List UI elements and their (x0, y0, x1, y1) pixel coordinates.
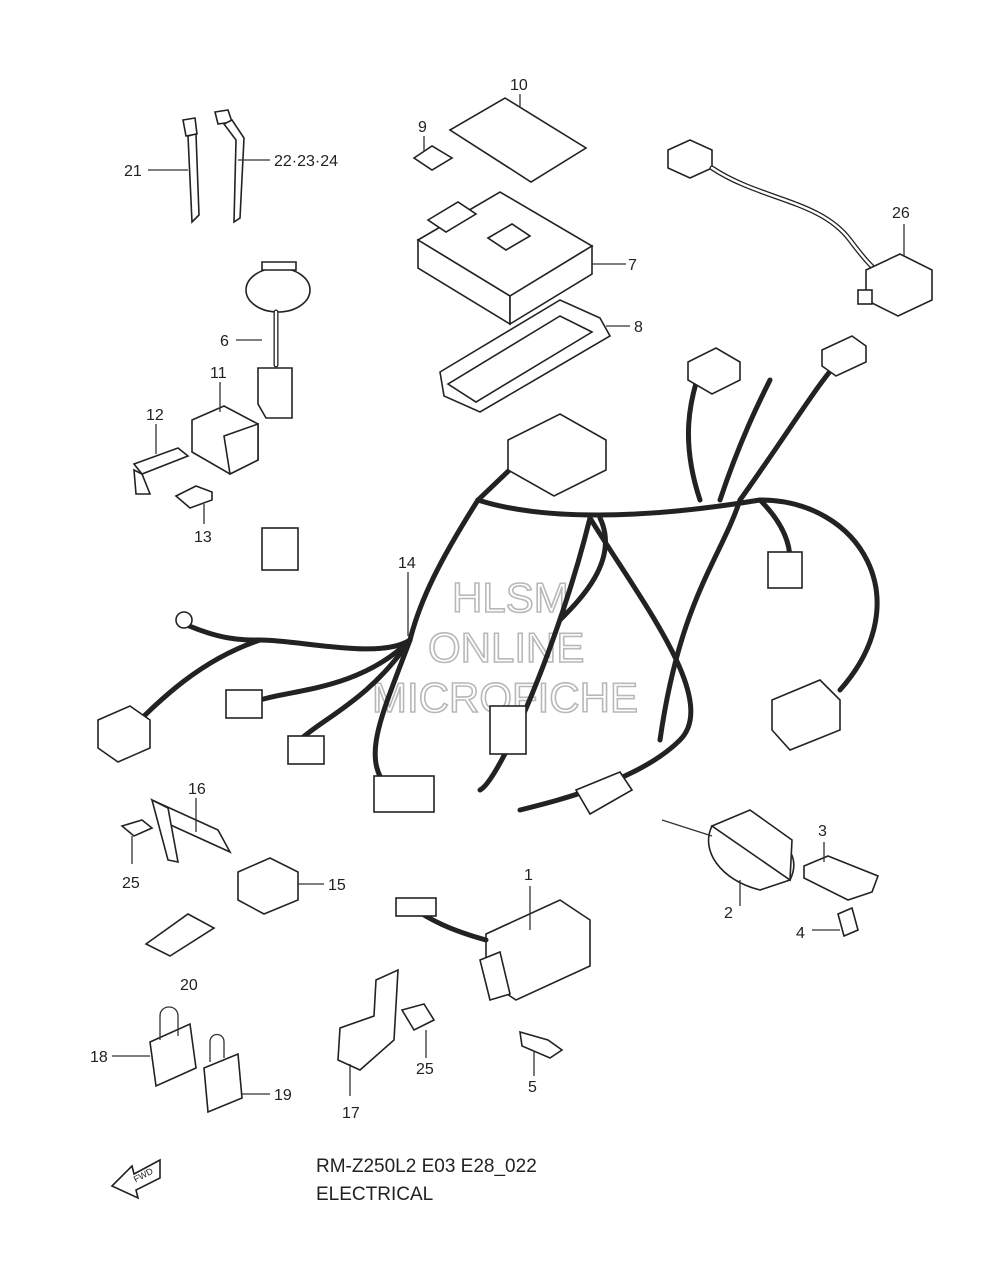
callout-1: 1 (524, 867, 533, 884)
part-10-sheet[interactable] (448, 97, 588, 183)
part-9-pad[interactable] (412, 145, 454, 171)
callout-14: 14 (398, 555, 416, 572)
leader-lines (112, 94, 905, 1096)
part-20-pad[interactable] (144, 913, 216, 957)
callout-9: 9 (418, 119, 427, 136)
part-15-relay[interactable] (237, 857, 299, 915)
part-1-regulator[interactable] (395, 897, 591, 1002)
model-code: RM-Z250L2 E03 E28_022 (316, 1156, 537, 1177)
callout-15: 15 (328, 877, 346, 894)
callout-25-left: 25 (122, 875, 140, 892)
part-4-bolt[interactable] (837, 906, 859, 938)
part-7-ecm[interactable] (416, 191, 594, 326)
part-12-bracket[interactable] (132, 447, 190, 495)
callout-16: 16 (188, 781, 206, 798)
callout-18: 18 (90, 1049, 108, 1066)
callout-12: 12 (146, 407, 164, 424)
part-8-band[interactable] (439, 299, 612, 413)
part-18-fuse-holder[interactable] (149, 1006, 197, 1088)
part-6-switch[interactable] (245, 261, 311, 419)
callout-4: 4 (796, 925, 805, 942)
part-26-sensor[interactable] (667, 139, 933, 317)
callout-6: 6 (220, 333, 229, 350)
callout-17: 17 (342, 1105, 360, 1122)
callout-10: 10 (510, 77, 528, 94)
part-16-bracket[interactable] (150, 798, 232, 864)
fwd-arrow-icon: FWD (110, 1158, 161, 1200)
watermark-line-1: HLSM (452, 574, 569, 621)
callout-7: 7 (628, 257, 637, 274)
callout-19: 19 (274, 1087, 292, 1104)
part-2-capacitor[interactable] (661, 809, 795, 891)
callout-13: 13 (194, 529, 212, 546)
part-21-cable-tie[interactable] (182, 117, 200, 224)
callout-3: 3 (818, 823, 827, 840)
callout-21: 21 (124, 163, 142, 180)
callout-8: 8 (634, 319, 643, 336)
part-25-bolt-middle[interactable] (400, 1003, 436, 1032)
part-13-bolt[interactable] (174, 485, 213, 509)
part-14-wiring-harness[interactable] (97, 335, 880, 816)
part-25-bolt-left[interactable] (120, 819, 154, 837)
part-19-fuse-holder[interactable] (203, 1033, 243, 1114)
callout-5: 5 (528, 1079, 537, 1096)
part-17-bracket[interactable] (337, 968, 399, 1071)
part-5-bolt[interactable] (519, 1030, 564, 1059)
watermark-line-2: ONLINE (428, 624, 584, 671)
callout-2: 2 (724, 905, 733, 922)
callout-20: 20 (180, 977, 198, 994)
part-22-23-24-clamp[interactable] (214, 109, 245, 224)
callout-22-23-24: 22·23·24 (274, 153, 338, 170)
part-3-bracket[interactable] (803, 855, 880, 901)
callout-25-middle: 25 (416, 1061, 434, 1078)
part-11-relay[interactable] (191, 405, 259, 476)
callout-11: 11 (210, 365, 227, 382)
callouts: 1 2 3 4 5 6 7 8 9 10 11 12 13 14 15 16 1… (90, 77, 910, 1122)
section-title: ELECTRICAL (316, 1184, 434, 1205)
callout-26: 26 (892, 205, 910, 222)
watermark: HLSM ONLINE MICROFICHE (371, 573, 639, 722)
